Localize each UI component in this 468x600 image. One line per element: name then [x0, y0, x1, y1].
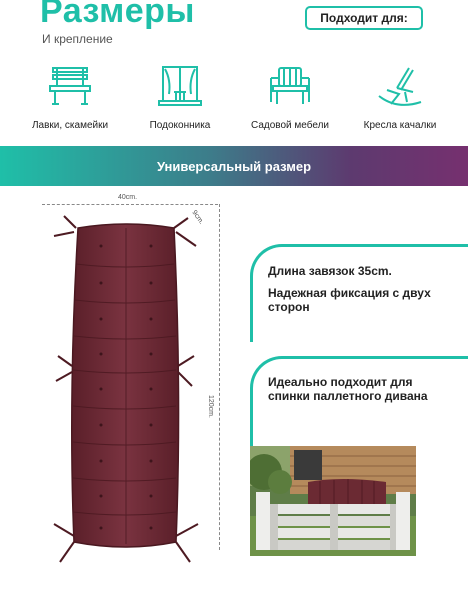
- fixation-text: Надежная фиксация с двух сторон: [268, 286, 431, 314]
- use-label: Кресла качалки: [363, 120, 437, 131]
- fits-for-label: Подходит для:: [320, 11, 408, 25]
- use-item-bench: Лавки, скамейки: [20, 64, 120, 131]
- uses-row: Лавки, скамейки Подоконника: [20, 64, 450, 131]
- width-dimension-label: 40cm.: [118, 194, 138, 201]
- cushion-illustration: [53, 215, 199, 563]
- use-item-rocking-chair: Кресла качалки: [350, 64, 450, 131]
- fits-for-badge: Подходит для:: [305, 6, 423, 30]
- pallet-fit-text: Идеально подходит для спинки паллетного …: [268, 375, 428, 403]
- use-label: Лавки, скамейки: [31, 120, 109, 131]
- width-dimension-line: [42, 204, 218, 205]
- window-icon: [158, 66, 202, 106]
- length-dimension-line: [219, 204, 220, 550]
- ties-length-text: Длина завязок 35cm.: [268, 264, 392, 278]
- bench-icon: [49, 67, 91, 105]
- page-subtitle: И крепление: [42, 32, 113, 46]
- use-item-window: Подоконника: [130, 64, 230, 131]
- universal-size-banner: Универсальный размер: [0, 146, 468, 186]
- use-label: Садовой мебели: [250, 120, 329, 131]
- garden-furniture-icon: [270, 67, 310, 104]
- ties-info-panel: [250, 244, 468, 342]
- use-label: Подоконника: [149, 120, 211, 131]
- pallet-sofa-photo: [250, 446, 416, 556]
- use-item-garden-furniture: Садовой мебели: [240, 64, 340, 131]
- rocking-chair-icon: [378, 67, 422, 106]
- page-title: Размеры: [40, 0, 195, 30]
- banner-text: Универсальный размер: [156, 158, 312, 174]
